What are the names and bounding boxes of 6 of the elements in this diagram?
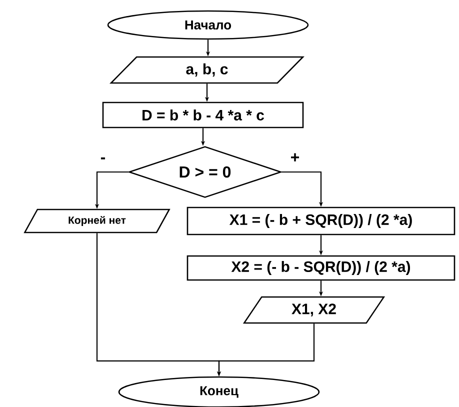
- process-box: X2 = (- b - SQR(D)) / (2 *a): [186, 255, 456, 281]
- edge-label: +: [289, 152, 301, 164]
- terminal-oval: Начало: [107, 10, 309, 40]
- process-box: X1 = (- b + SQR(D)) / (2 *a): [186, 206, 456, 236]
- edge-label: -: [99, 156, 107, 164]
- process-box: D = b * b - 4 *a * c: [102, 102, 304, 128]
